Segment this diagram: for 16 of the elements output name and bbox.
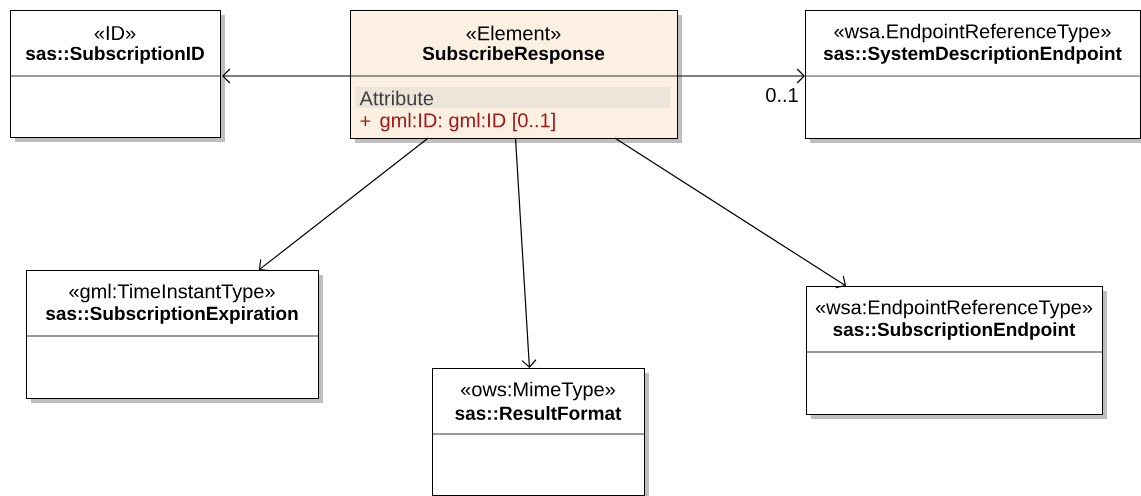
arrow [677,68,805,84]
class-box: «wsa.EndpointReferenceType» sas::SystemDescriptionEndpoint [804,10,1141,143]
class-box: «ID» sas::SubscriptionID [9,10,225,142]
node-label: «wsa.EndpointReferenceType» [834,23,1111,43]
class-box: «ows:MimeType» sas::ResultFormat [431,368,649,496]
class-box: «wsa:EndpointReferenceType» sas::SubscriptionEndpoint [805,286,1107,419]
edge-label: 0..1 [764,86,800,104]
arrow [514,137,537,368]
arrow [222,68,351,84]
node-label: sas::ResultFormat [455,406,622,420]
class-box: «Element» SubscribeResponse Attribute + gml:ID: gml:ID [0..1] [349,10,682,143]
node-label: sas::SystemDescriptionEndpoint [823,46,1122,64]
arrow [258,137,429,272]
arrow [614,137,847,289]
class-box: «gml:TimeInstantType» sas::SubscriptionExpiration [25,270,323,403]
node-label: «ows:MimeType» [461,381,615,401]
